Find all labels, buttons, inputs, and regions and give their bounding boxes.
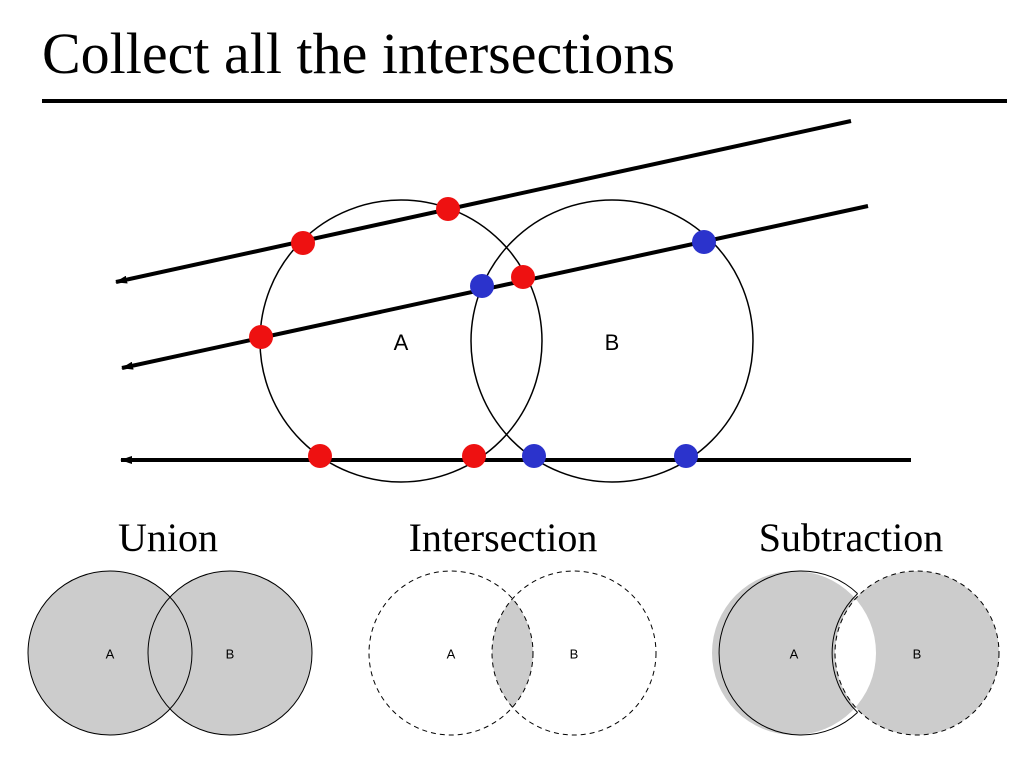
intersection-point-a (462, 444, 486, 468)
union-circle-b (148, 571, 312, 735)
intersection-points (249, 197, 716, 468)
union-caption: Union (118, 515, 218, 560)
union-circle-a (28, 571, 192, 735)
intersection-point-a (436, 197, 460, 221)
subtraction-diagram: A B (712, 570, 1000, 736)
union-label-a: A (106, 646, 115, 661)
intersection-point-b (692, 230, 716, 254)
circle-a-label: A (394, 330, 409, 355)
intersection-diagram: A B (368, 570, 657, 736)
intersection-point-b (522, 444, 546, 468)
intersection-label-b: B (570, 646, 579, 661)
subtraction-label-a: A (790, 646, 799, 661)
subtraction-circle-b (834, 570, 1000, 736)
intersection-point-b (470, 274, 494, 298)
intersection-point-a (249, 325, 273, 349)
subtraction-circle-a-solid-arc (718, 570, 858, 736)
slide-title: Collect all the intersections (42, 21, 675, 86)
subtraction-inner-arc (831, 593, 858, 713)
intersection-point-a (308, 444, 332, 468)
circle-b (470, 199, 754, 483)
intersection-label-a: A (447, 646, 456, 661)
intersection-point-a (291, 231, 315, 255)
intersection-point-a (511, 265, 535, 289)
circle-b-label: B (605, 330, 620, 355)
union-diagram: A B (27, 570, 313, 736)
scan-line-top (115, 119, 852, 284)
union-label-b: B (226, 646, 235, 661)
intersection-circle-b (491, 570, 657, 736)
intersection-circle-a (368, 570, 534, 736)
scan-line-middle (121, 204, 869, 370)
title-underline (42, 99, 1007, 103)
intersection-point-b (674, 444, 698, 468)
intersection-caption: Intersection (408, 515, 598, 560)
main-diagram: A B (115, 119, 911, 483)
subtraction-shaded-region (712, 571, 999, 735)
subtraction-caption: Subtraction (758, 515, 944, 560)
subtraction-label-b: B (913, 646, 922, 661)
